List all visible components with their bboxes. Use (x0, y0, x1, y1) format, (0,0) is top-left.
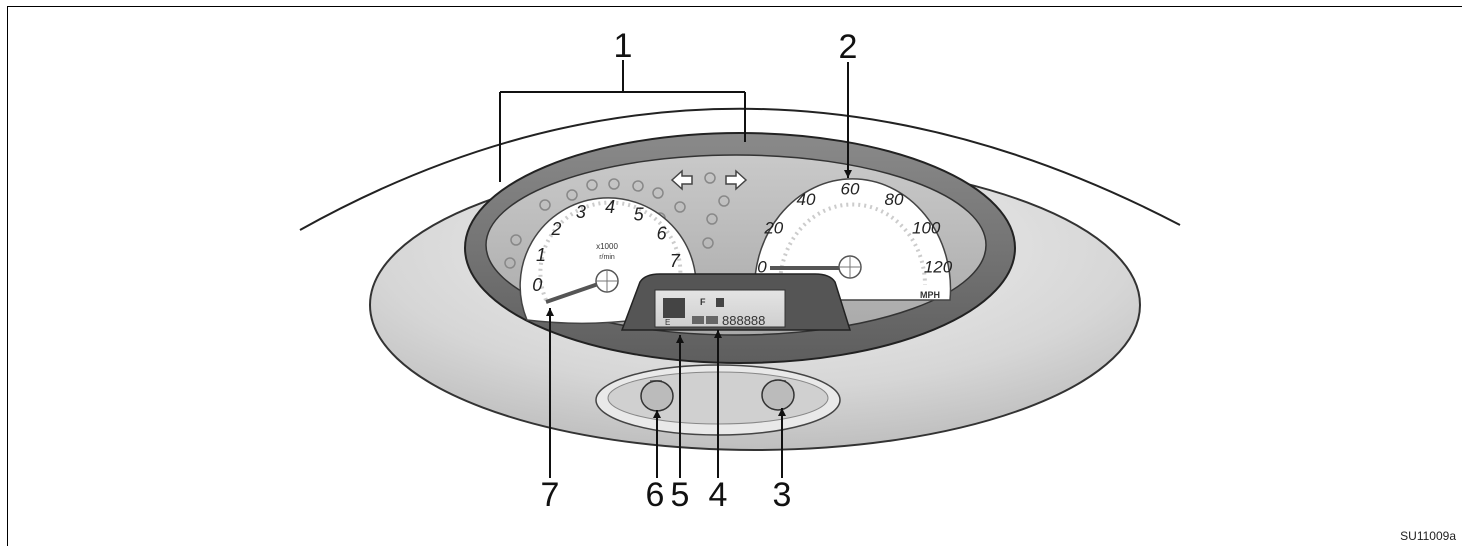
callout-4: 4 (709, 476, 728, 514)
fuel-f-label: F (700, 297, 706, 307)
tach-tick-4: 4 (605, 197, 615, 217)
speedometer: 0 20 40 60 80 100 120 MPH (753, 178, 953, 301)
tach-tick-6: 6 (657, 224, 668, 244)
odo-indicator-icon (706, 316, 718, 324)
callout-7: 7 (541, 476, 560, 514)
speed-tick-120: 120 (924, 257, 953, 276)
turn-right-arrow-icon (725, 169, 748, 191)
speed-tick-0: 0 (757, 257, 767, 276)
tach-needle (545, 280, 605, 304)
speed-unit: MPH (920, 290, 940, 300)
callout-2: 2 (839, 28, 858, 66)
turn-left-arrow-icon (670, 169, 693, 191)
display-housing: F E 888888 (620, 273, 852, 331)
callout-1: 1 (614, 27, 633, 65)
leader-lines (499, 60, 849, 478)
tach-unit-line1: x1000 (596, 242, 618, 251)
speed-tick-20: 20 (763, 218, 783, 237)
speed-tick-80: 80 (885, 190, 904, 209)
callout-3: 3 (773, 476, 792, 514)
callout-6: 6 (646, 476, 665, 514)
tach-unit-line2: r/min (599, 254, 615, 261)
leader-arrowheads (546, 170, 852, 418)
tach-tick-1: 1 (536, 245, 546, 265)
dashboard-outer-arc (299, 107, 1181, 231)
fuel-pump-icon (716, 298, 724, 307)
trip-reset-knob[interactable] (640, 380, 674, 412)
tach-tick-7: 7 (670, 251, 681, 271)
figure-frame (7, 6, 1462, 546)
tach-tick-3: 3 (576, 202, 586, 222)
tach-tick-0: 0 (532, 275, 542, 295)
fuel-e-mark: E (665, 318, 670, 327)
tach-tick-2: 2 (550, 219, 561, 239)
figure-code: SU11009a (1400, 529, 1456, 543)
dimmer-knob[interactable] (761, 379, 795, 411)
speed-tick-40: 40 (797, 190, 816, 209)
callout-5: 5 (671, 476, 690, 514)
speed-tick-100: 100 (912, 218, 941, 237)
fuel-bar-graph (663, 298, 685, 318)
tach-tick-5: 5 (634, 205, 645, 225)
speed-tick-60: 60 (841, 179, 860, 198)
trip-indicator-icon (692, 316, 704, 324)
odometer-readout: 888888 (722, 313, 765, 328)
